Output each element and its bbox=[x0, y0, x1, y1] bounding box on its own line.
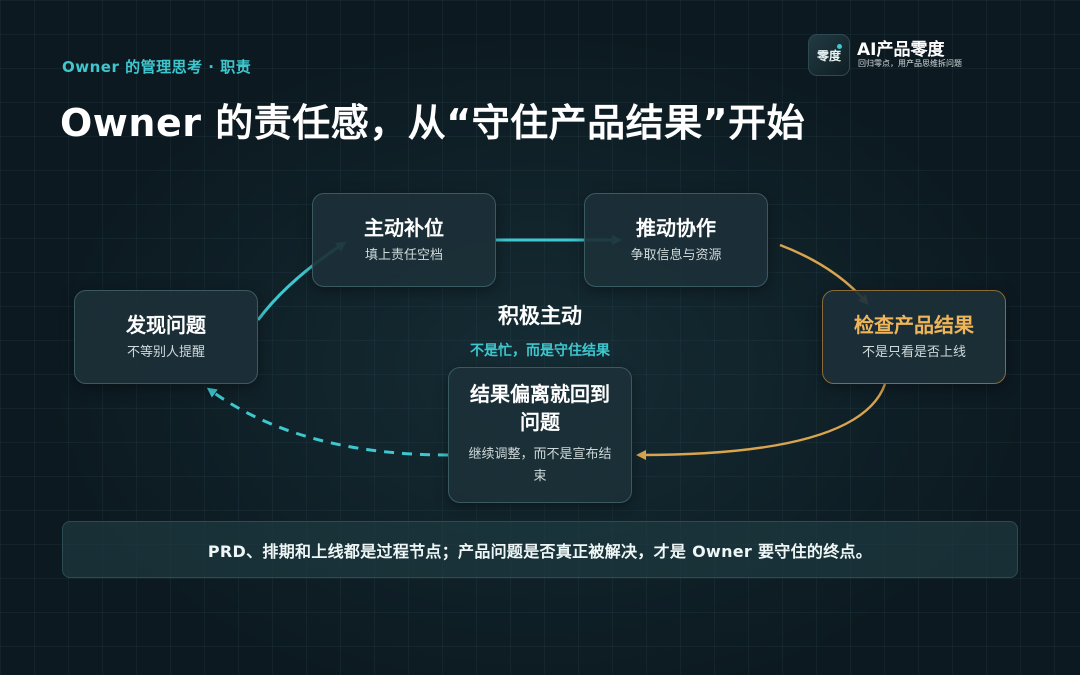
page-title: Owner 的责任感，从“守住产品结果”开始 bbox=[60, 101, 806, 145]
summary-banner: PRD、排期和上线都是过程节点；产品问题是否真正被解决，才是 Owner 要守住… bbox=[62, 521, 1018, 578]
node-discover-problem: 发现问题 不等别人提醒 bbox=[74, 290, 258, 384]
node-return-to-problem: 结果偏离就回到问题 继续调整，而不是宣布结束 bbox=[448, 367, 632, 503]
brand-logo-text: 零度 bbox=[816, 48, 841, 63]
arrow-check-to-return bbox=[636, 383, 887, 460]
node-title: 推动协作 bbox=[636, 216, 716, 240]
node-drive-collaboration: 推动协作 争取信息与资源 bbox=[584, 193, 768, 287]
brand-slogan: 回归零点，用产品思维拆问题 bbox=[858, 59, 962, 68]
page-subtitle: Owner 的管理思考 · 职责 bbox=[62, 58, 252, 76]
node-title: 主动补位 bbox=[364, 216, 444, 240]
node-title: 结果偏离就回到问题 bbox=[470, 382, 610, 434]
summary-text: PRD、排期和上线都是过程节点；产品问题是否真正被解决，才是 Owner 要守住… bbox=[207, 541, 873, 561]
node-subtitle: 继续调整，而不是宣布结束 bbox=[468, 447, 612, 484]
brand-name: AI产品零度 bbox=[857, 40, 945, 60]
node-title: 发现问题 bbox=[126, 313, 206, 337]
center-subtitle: 不是忙，而是守住结果 bbox=[470, 343, 610, 359]
arrow-return-to-discover bbox=[206, 387, 449, 457]
node-subtitle: 填上责任空档 bbox=[364, 248, 443, 263]
brand-logo-dot bbox=[837, 44, 842, 49]
node-title: 检查产品结果 bbox=[854, 313, 974, 337]
node-subtitle: 争取信息与资源 bbox=[630, 248, 722, 263]
node-subtitle: 不等别人提醒 bbox=[126, 345, 205, 360]
brand: 零度 AI产品零度 回归零点，用产品思维拆问题 bbox=[808, 34, 1008, 76]
center-title: 积极主动 bbox=[498, 304, 582, 328]
node-subtitle: 不是只看是否上线 bbox=[861, 345, 966, 360]
node-check-result: 检查产品结果 不是只看是否上线 bbox=[822, 290, 1006, 384]
brand-logo: 零度 bbox=[808, 34, 850, 76]
node-fill-gap: 主动补位 填上责任空档 bbox=[312, 193, 496, 287]
